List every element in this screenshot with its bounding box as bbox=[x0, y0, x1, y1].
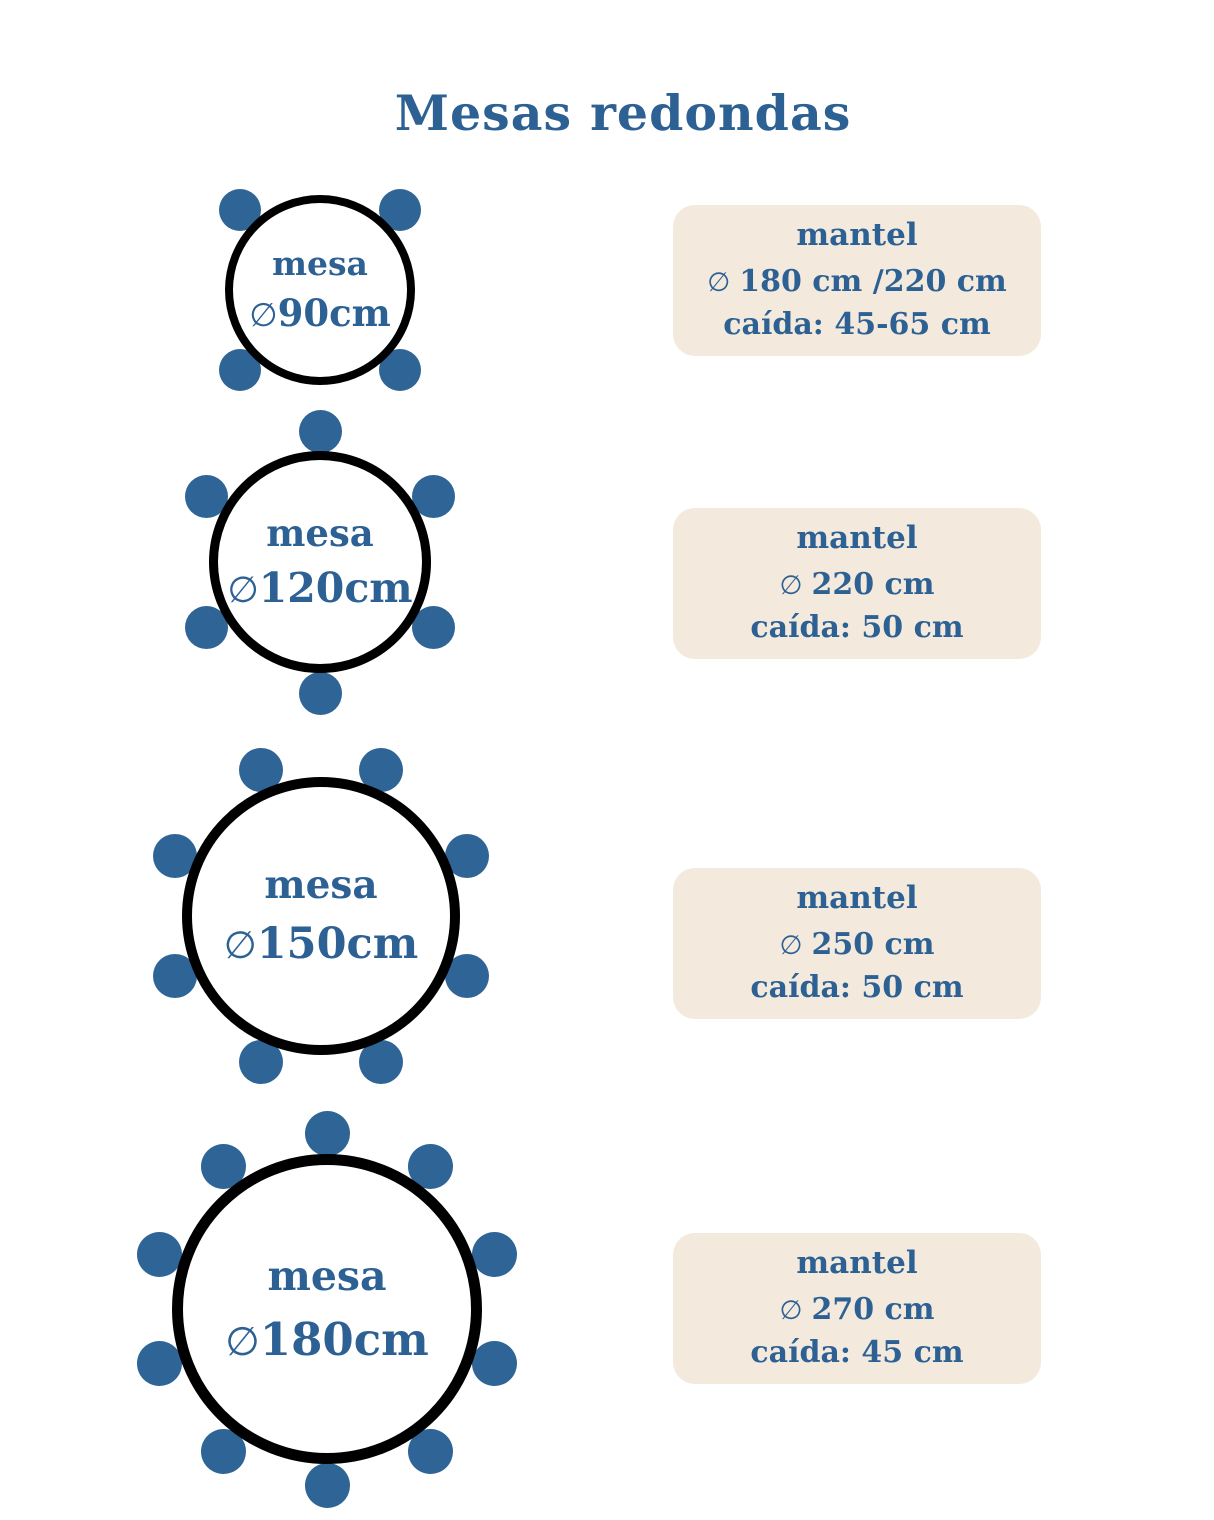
chair-icon bbox=[359, 1039, 404, 1084]
mantel-card-180cm: mantel ∅270 cm caída: 45 cm bbox=[673, 1233, 1041, 1384]
mantel-diameter: ∅250 cm bbox=[779, 926, 935, 962]
chair-icon bbox=[471, 1232, 517, 1278]
mantel-drop: caída: 45 cm bbox=[750, 1334, 964, 1370]
mantel-card-90cm: mantel ∅180 cm /220 cm caída: 45-65 cm bbox=[673, 205, 1041, 356]
chair-icon bbox=[137, 1232, 183, 1278]
table-circle: mesa ∅180cm bbox=[172, 1154, 482, 1464]
table-label: mesa bbox=[267, 1251, 387, 1300]
mantel-diameter: ∅270 cm bbox=[779, 1291, 935, 1327]
chair-icon bbox=[137, 1340, 183, 1386]
chair-icon bbox=[411, 606, 455, 649]
mantel-drop: caída: 45-65 cm bbox=[723, 306, 991, 342]
table-diagram-150cm: mesa ∅150cm bbox=[131, 726, 511, 1106]
table-diameter-label: ∅90cm bbox=[249, 290, 391, 335]
diameter-symbol-icon: ∅ bbox=[779, 1294, 803, 1326]
mantel-title: mantel bbox=[796, 1244, 918, 1281]
table-circle: mesa ∅90cm bbox=[225, 195, 415, 385]
mantel-diameter: ∅220 cm bbox=[779, 566, 935, 602]
table-diameter-label: ∅180cm bbox=[225, 1312, 429, 1366]
mantel-drop: caída: 50 cm bbox=[750, 609, 964, 645]
table-diameter-label: ∅150cm bbox=[223, 918, 419, 969]
mantel-drop: caída: 50 cm bbox=[750, 969, 964, 1005]
mantel-diameter: ∅180 cm /220 cm bbox=[707, 263, 1007, 299]
mantel-card-150cm: mantel ∅250 cm caída: 50 cm bbox=[673, 868, 1041, 1019]
mantel-title: mantel bbox=[796, 216, 918, 253]
mantel-title: mantel bbox=[796, 519, 918, 556]
chair-icon bbox=[471, 1340, 517, 1386]
page-title: Mesas redondas bbox=[394, 84, 852, 142]
diameter-symbol-icon: ∅ bbox=[779, 569, 803, 601]
diameter-symbol-icon: ∅ bbox=[249, 295, 278, 334]
mantel-card-120cm: mantel ∅220 cm caída: 50 cm bbox=[673, 508, 1041, 659]
mantel-title: mantel bbox=[796, 879, 918, 916]
table-diagram-90cm: mesa ∅90cm bbox=[185, 155, 455, 425]
chair-icon bbox=[444, 954, 489, 999]
table-diameter-label: ∅120cm bbox=[227, 563, 413, 612]
chair-icon bbox=[304, 1110, 350, 1156]
table-label: mesa bbox=[272, 244, 368, 284]
chair-icon bbox=[304, 1462, 350, 1508]
chair-icon bbox=[298, 671, 342, 715]
table-label: mesa bbox=[264, 861, 378, 908]
table-diagram-180cm: mesa ∅180cm bbox=[117, 1099, 537, 1519]
chair-icon bbox=[407, 1428, 453, 1474]
diameter-symbol-icon: ∅ bbox=[227, 568, 259, 611]
table-circle: mesa ∅150cm bbox=[182, 777, 460, 1055]
diameter-symbol-icon: ∅ bbox=[223, 922, 257, 967]
table-circle: mesa ∅120cm bbox=[209, 451, 431, 673]
diameter-symbol-icon: ∅ bbox=[225, 1318, 260, 1365]
table-diagram-120cm: mesa ∅120cm bbox=[160, 402, 480, 722]
table-label: mesa bbox=[266, 511, 374, 556]
chair-icon bbox=[411, 475, 455, 518]
diameter-symbol-icon: ∅ bbox=[779, 929, 803, 961]
chair-icon bbox=[298, 409, 342, 453]
diameter-symbol-icon: ∅ bbox=[707, 266, 731, 298]
